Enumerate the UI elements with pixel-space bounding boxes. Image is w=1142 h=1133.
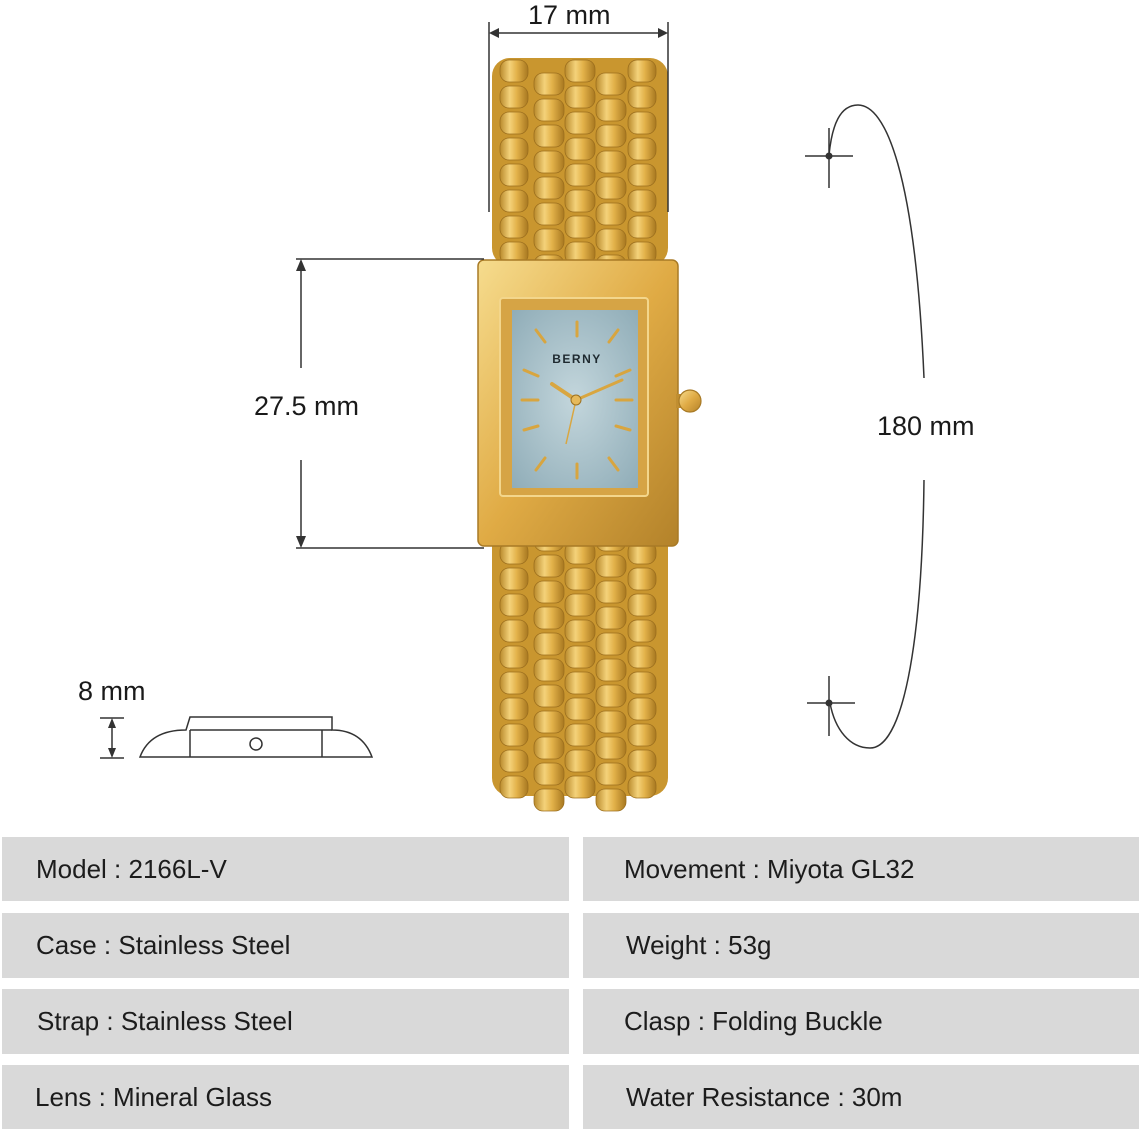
spec-cell-strap: Strap : Stainless Steel bbox=[2, 989, 569, 1054]
hour-markers bbox=[520, 320, 634, 480]
spec-cell-clasp: Clasp : Folding Buckle bbox=[583, 989, 1139, 1054]
spec-cell-movement: Movement : Miyota GL32 bbox=[583, 837, 1139, 901]
strap-length-dimension-label: 180 mm bbox=[877, 411, 975, 441]
spec-cell-model: Model : 2166L-V bbox=[2, 837, 569, 901]
width-dimension-label: 17 mm bbox=[528, 0, 611, 30]
watch-crown bbox=[678, 389, 702, 413]
product-illustration: BERNY bbox=[100, 22, 925, 812]
side-profile-icon bbox=[138, 716, 374, 758]
case-height-dimension-label: 27.5 mm bbox=[254, 391, 360, 421]
thickness-dimension-label: 8 mm bbox=[78, 676, 146, 706]
minute-hand bbox=[574, 378, 624, 402]
second-hand bbox=[565, 399, 577, 445]
hand-pin bbox=[570, 394, 582, 406]
spec-cell-case: Case : Stainless Steel bbox=[2, 913, 569, 978]
spec-cell-water-resistance: Water Resistance : 30m bbox=[583, 1065, 1139, 1129]
spec-cell-weight: Weight : 53g bbox=[583, 913, 1139, 978]
spec-cell-lens: Lens : Mineral Glass bbox=[2, 1065, 569, 1129]
dial-brand: BERNY bbox=[552, 352, 602, 366]
